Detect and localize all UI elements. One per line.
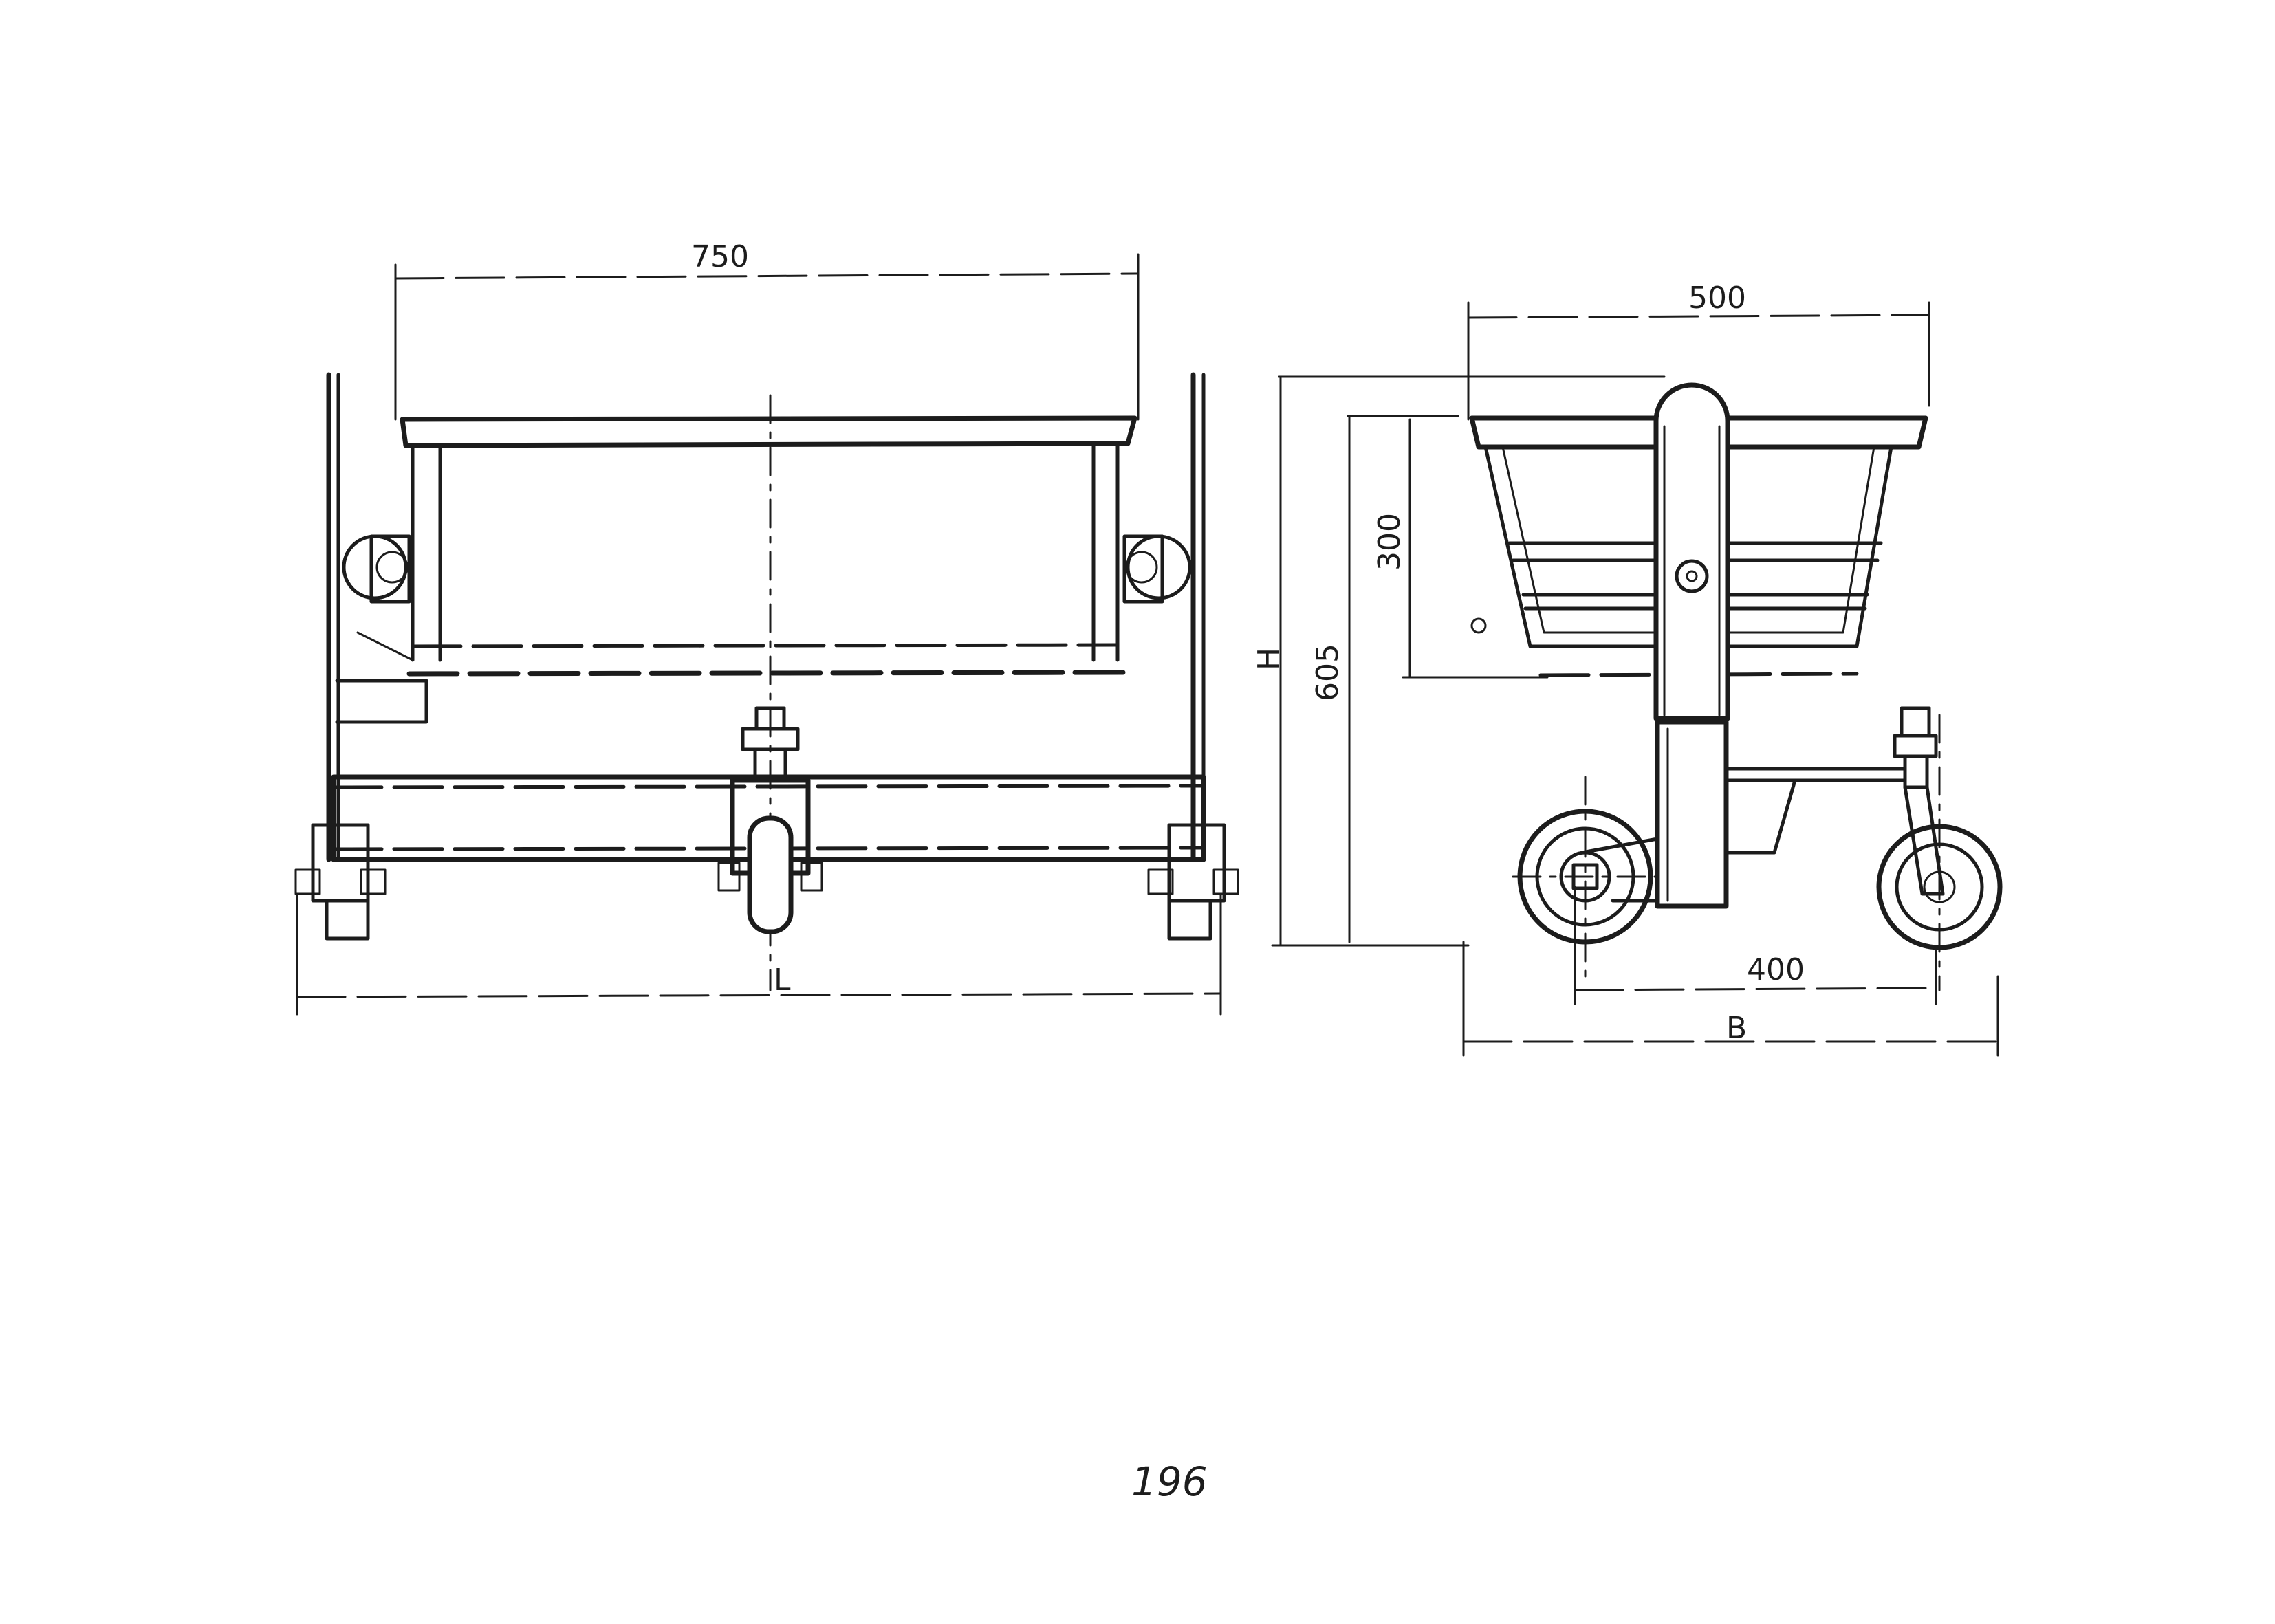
side-dim-H: H (1252, 375, 1666, 947)
dim-B-label: B (1726, 1011, 1747, 1046)
side-support-post (1653, 382, 1730, 909)
side-dim-605: 605 (1310, 415, 1459, 943)
front-dim-750: 750 (394, 239, 1140, 421)
dim-750-label: 750 (691, 239, 749, 274)
dim-500-label: 500 (1688, 281, 1746, 316)
side-dim-300: 300 (1372, 418, 1549, 679)
dim-L-label: L (774, 963, 791, 998)
dim-400-label: 400 (1747, 952, 1805, 987)
front-hopper (400, 415, 1138, 677)
dim-300-label: 300 (1372, 513, 1407, 571)
side-dim-B: B (1462, 941, 1999, 1057)
side-view: 500 H 605 300 (1252, 281, 2003, 1057)
front-left-wheel (294, 823, 387, 941)
side-dim-400: 400 (1574, 886, 1937, 1005)
front-dim-L: L (296, 892, 1222, 1016)
front-right-wheel (1147, 823, 1239, 941)
side-right-caster (1876, 706, 2003, 991)
front-view: 750 (294, 239, 1239, 1016)
front-center-caster (717, 706, 823, 934)
side-base-arm (1580, 767, 1907, 903)
side-dim-500: 500 (1467, 281, 1930, 421)
page-number: 196 (1131, 1458, 1208, 1505)
dim-H-label: H (1252, 648, 1287, 670)
side-left-wheel (1512, 776, 1659, 985)
dim-605-label: 605 (1310, 644, 1345, 701)
